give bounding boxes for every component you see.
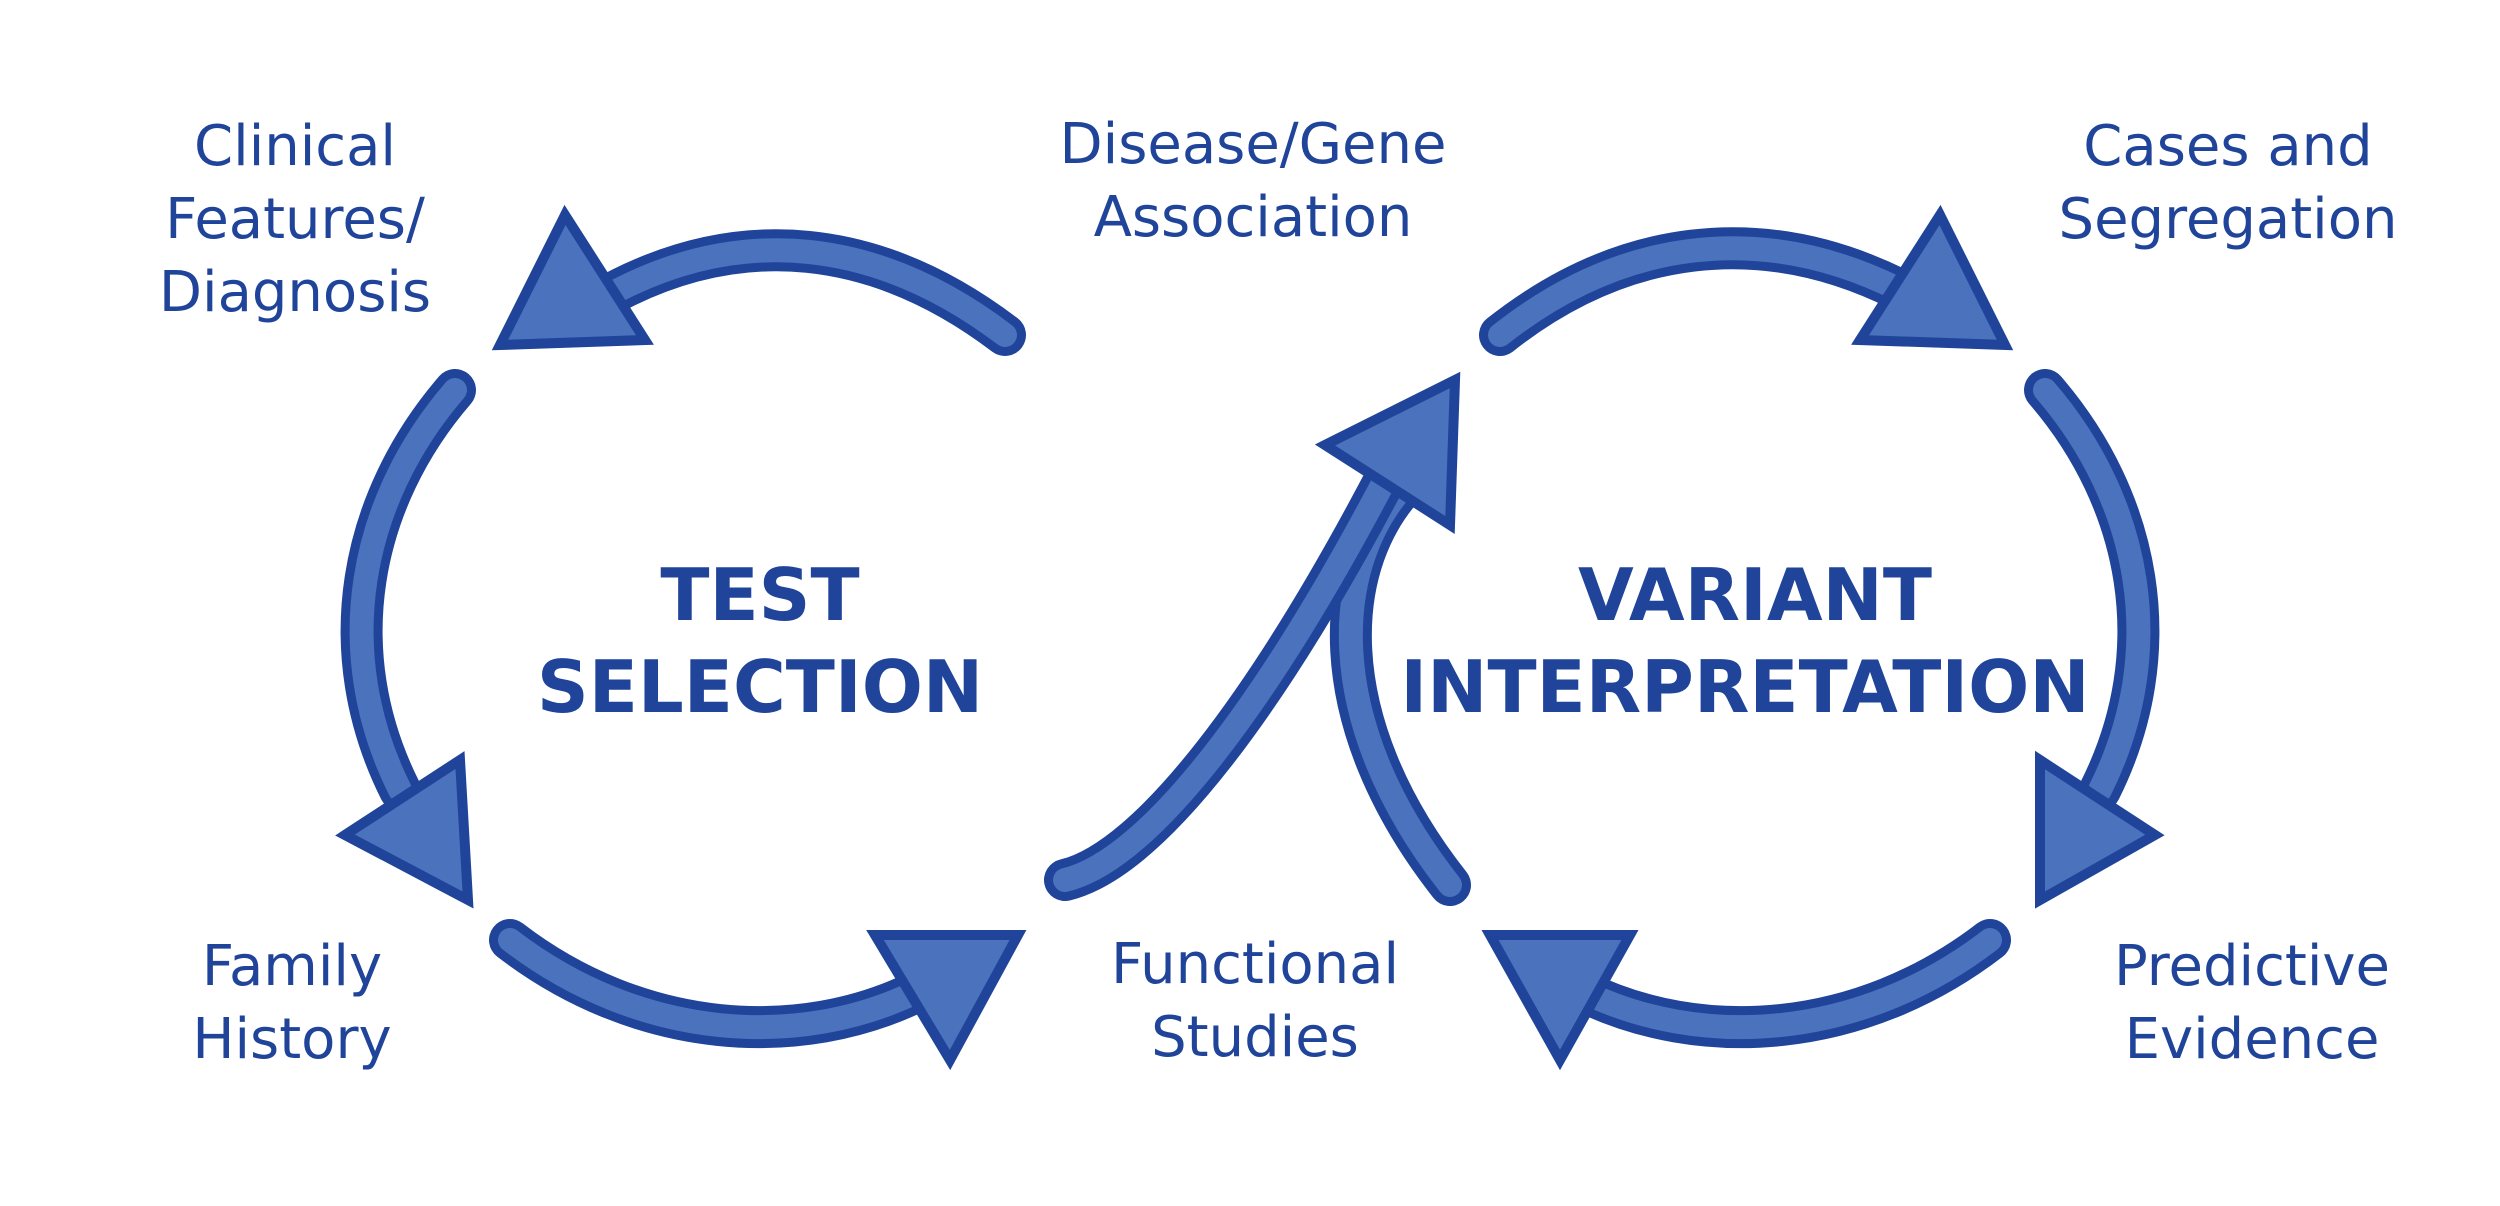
- predictive-evidence-label-line1: Predictive: [2114, 934, 2390, 999]
- clinical-features-label-line3: Diagnosis: [159, 260, 431, 325]
- disease-gene-label-line2: Association: [1094, 185, 1413, 250]
- variant-interpretation-title-line1: VARIANT: [1578, 553, 1932, 637]
- right-bottom-arrow: [1481, 919, 2011, 1071]
- functional-studies-label-line2: Studies: [1151, 1005, 1359, 1070]
- right-top-arrow: [1479, 204, 2014, 356]
- disease-gene-label-line1: Disease/Gene: [1060, 112, 1447, 177]
- right-side-arrow: [2024, 369, 2165, 909]
- cases-segregation-label-line2: Segregation: [2059, 187, 2398, 252]
- predictive-evidence-label-line2: Evidence: [2125, 1007, 2380, 1072]
- left-bottom-arrow: [489, 919, 1027, 1071]
- clinical-features-label-line1: Clinical: [194, 114, 396, 179]
- test-selection-title-line1: TEST: [660, 553, 859, 637]
- family-history-label-line1: Family: [202, 934, 382, 999]
- family-history-label-line2: History: [192, 1007, 391, 1072]
- center-cross-arrow: [1044, 371, 1461, 901]
- variant-interpretation-title-line2: INTERPRETATION: [1400, 645, 2089, 729]
- left-side-arrow: [335, 369, 476, 909]
- test-selection-title-line2: SELECTION: [537, 645, 983, 729]
- clinical-features-label-line2: Features/: [165, 187, 425, 252]
- cases-segregation-label-line1: Cases and: [2083, 114, 2372, 179]
- functional-studies-label-line1: Functional: [1111, 932, 1399, 997]
- left-top-arrow: [491, 204, 1026, 356]
